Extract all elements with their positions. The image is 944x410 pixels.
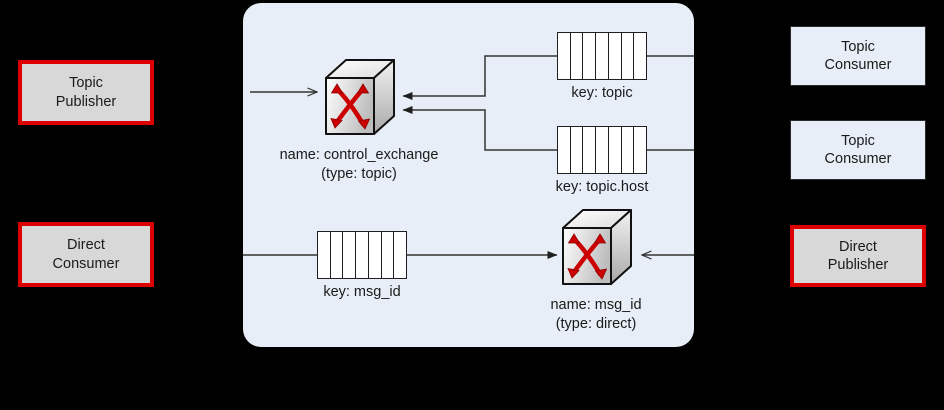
queue-cell bbox=[609, 127, 622, 173]
endpoint-label: Direct Publisher bbox=[827, 238, 889, 273]
exchange-msg-id-label: name: msg_id (type: direct) bbox=[550, 297, 642, 332]
endpoint-label: Topic Publisher bbox=[55, 75, 117, 110]
queue-msg-id[interactable] bbox=[317, 231, 407, 279]
queue-cell bbox=[622, 33, 635, 79]
endpoint-topic-consumer-1[interactable]: Topic Consumer bbox=[790, 26, 926, 86]
exchange-msg-id[interactable] bbox=[553, 208, 639, 292]
queue-cell bbox=[331, 232, 344, 278]
endpoint-direct-publisher[interactable]: Direct Publisher bbox=[790, 225, 926, 287]
queue-cell bbox=[571, 127, 584, 173]
queue-cell bbox=[318, 232, 331, 278]
network-switch-icon bbox=[562, 209, 632, 285]
queue-cell bbox=[394, 232, 406, 278]
queue-cell bbox=[571, 33, 584, 79]
queue-topic-host-label: key: topic.host bbox=[555, 179, 649, 195]
queue-cell bbox=[622, 127, 635, 173]
queue-cell bbox=[634, 127, 646, 173]
queue-cell bbox=[558, 33, 571, 79]
endpoint-label: Topic Consumer bbox=[824, 38, 892, 73]
endpoint-direct-consumer[interactable]: Direct Consumer bbox=[18, 222, 154, 287]
exchange-control-exchange-label: name: control_exchange (type: topic) bbox=[279, 147, 439, 182]
queue-topic-host[interactable] bbox=[557, 126, 647, 174]
queue-cell bbox=[382, 232, 395, 278]
queue-cell bbox=[596, 33, 609, 79]
queue-cell bbox=[634, 33, 646, 79]
queue-cell bbox=[356, 232, 369, 278]
exchange-control-exchange[interactable] bbox=[316, 58, 402, 142]
queue-cell bbox=[343, 232, 357, 278]
queue-cell bbox=[558, 127, 571, 173]
queue-topic[interactable] bbox=[557, 32, 647, 80]
network-switch-icon bbox=[325, 59, 395, 135]
queue-msg-id-label: key: msg_id bbox=[323, 284, 401, 300]
queue-cell bbox=[583, 127, 597, 173]
queue-cell bbox=[596, 127, 609, 173]
queue-cell bbox=[609, 33, 622, 79]
endpoint-label: Direct Consumer bbox=[52, 237, 120, 272]
queue-cell bbox=[583, 33, 597, 79]
queue-topic-label: key: topic bbox=[571, 85, 633, 101]
endpoint-topic-publisher[interactable]: Topic Publisher bbox=[18, 60, 154, 125]
endpoint-topic-consumer-2[interactable]: Topic Consumer bbox=[790, 120, 926, 180]
endpoint-label: Topic Consumer bbox=[824, 132, 892, 167]
queue-cell bbox=[369, 232, 382, 278]
